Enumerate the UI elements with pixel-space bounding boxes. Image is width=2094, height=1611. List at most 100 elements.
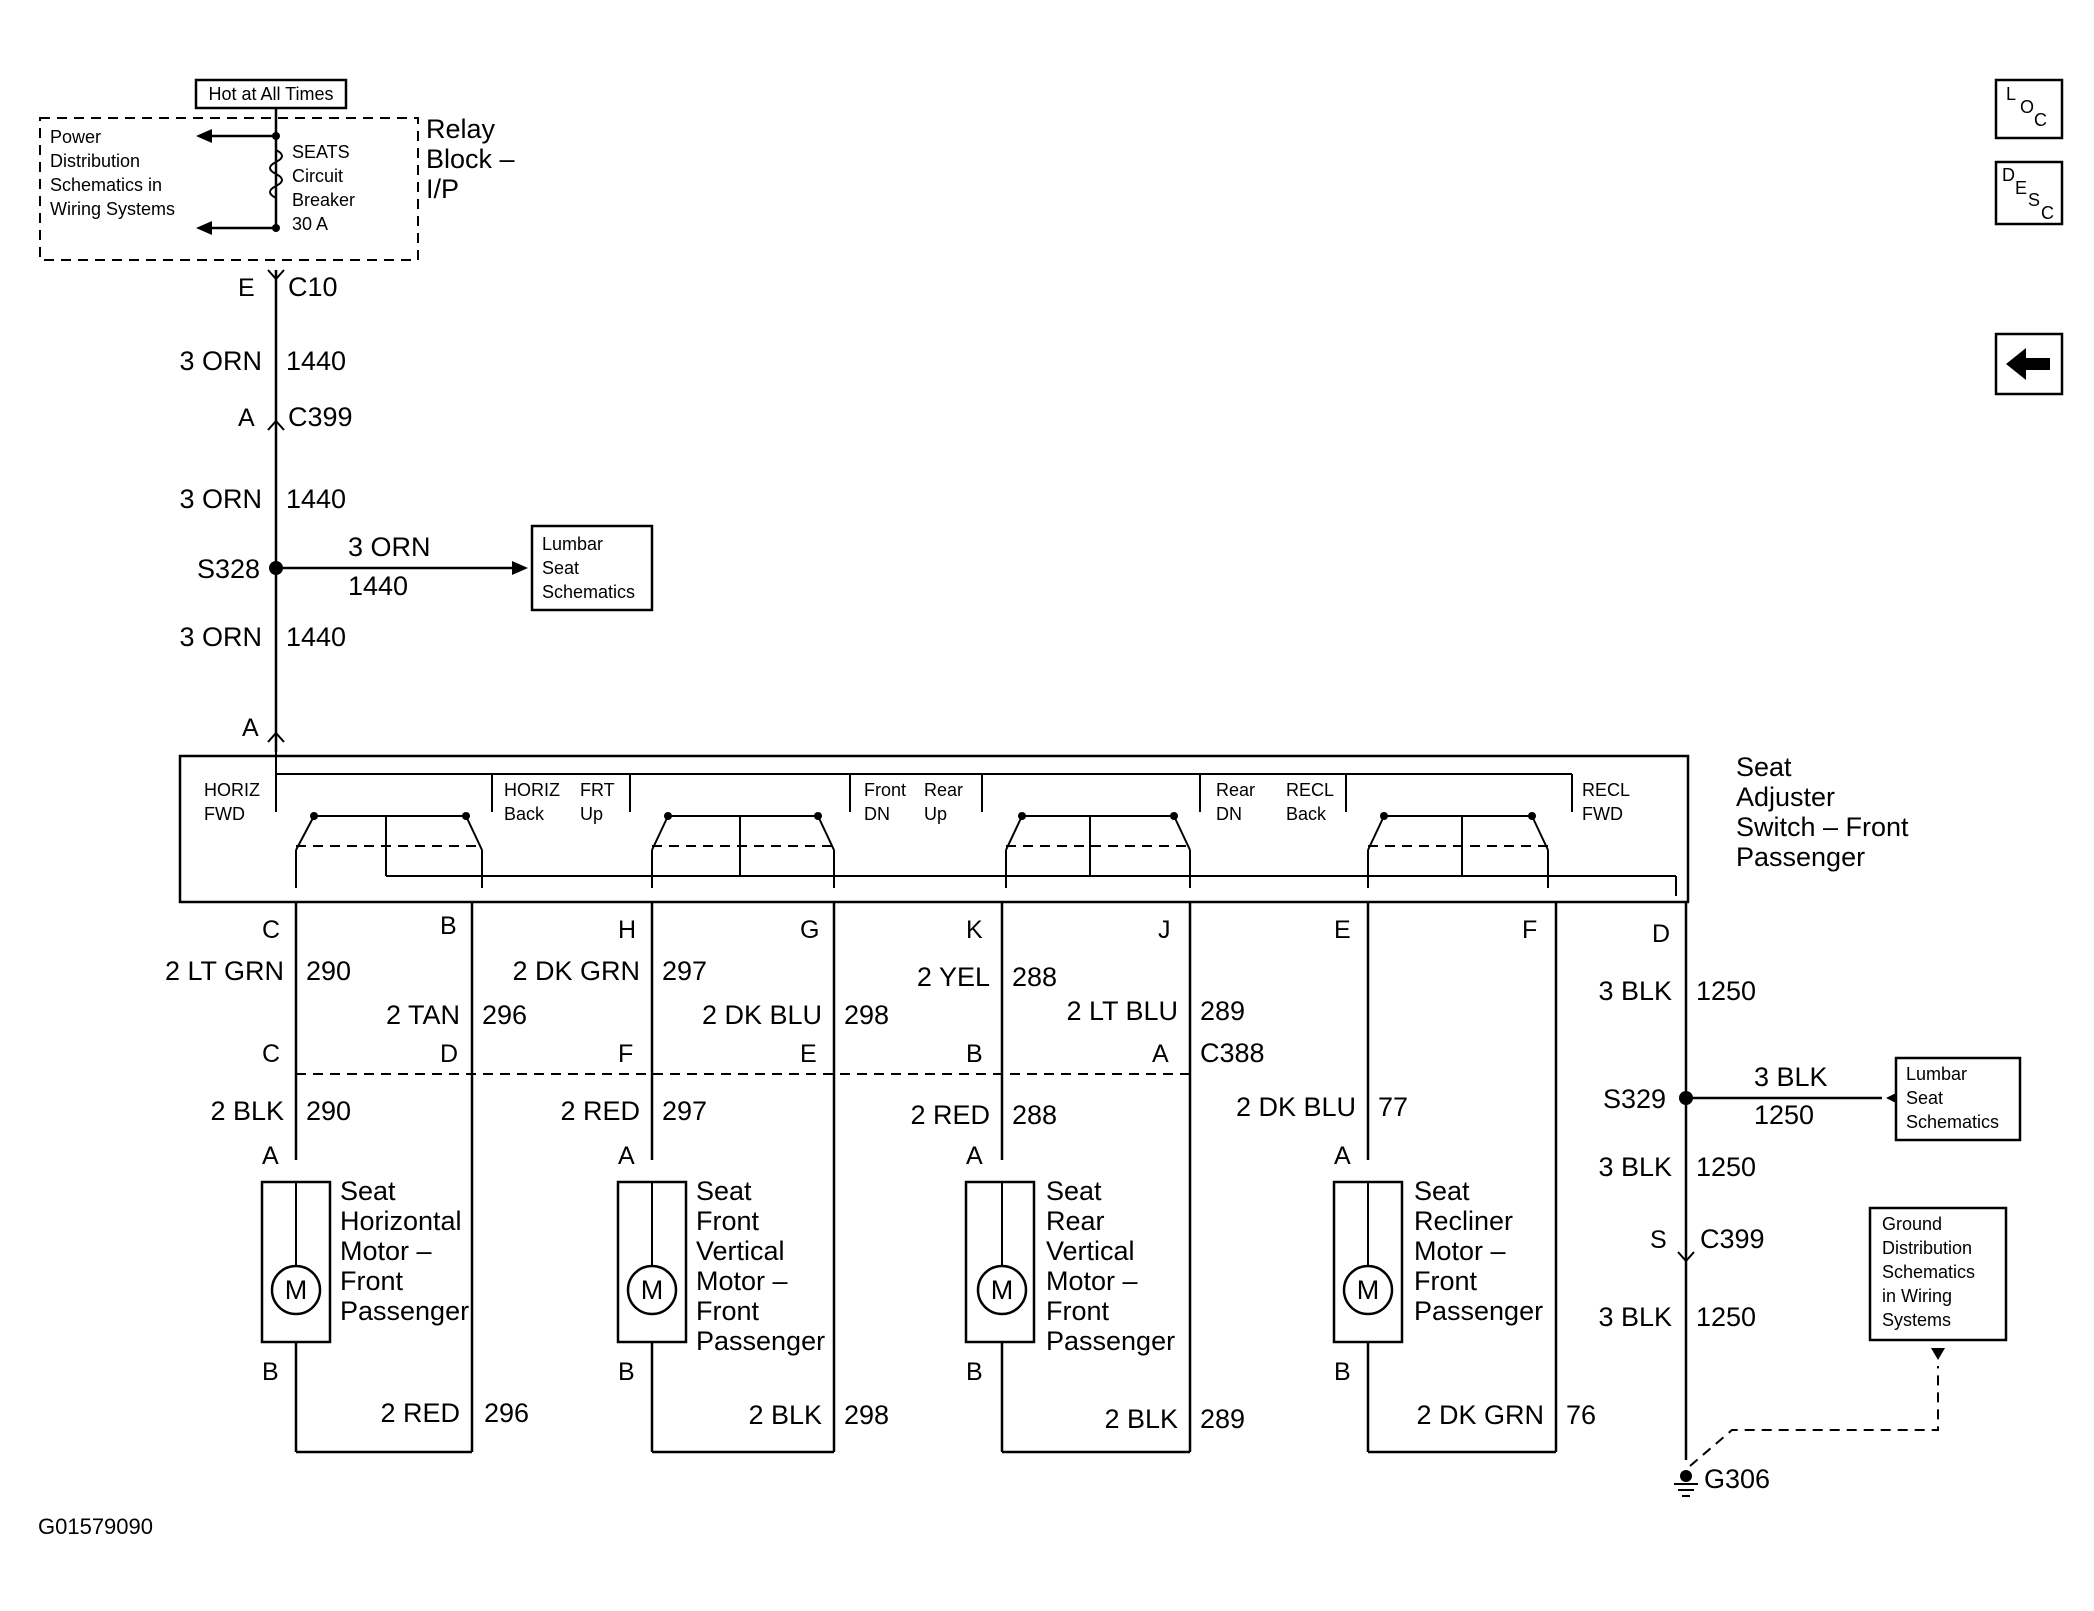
svg-text:77: 77: [1378, 1092, 1408, 1122]
svg-text:RECL: RECL: [1286, 780, 1334, 800]
svg-text:C: C: [262, 1040, 280, 1068]
ground-distribution-schematics[interactable]: Ground Distribution Schematics in Wiring…: [1868, 1206, 2008, 1342]
svg-text:2 BLK: 2 BLK: [210, 1096, 284, 1126]
svg-text:Schematics: Schematics: [1906, 1112, 1999, 1132]
w2-circuit: 1440: [286, 484, 346, 514]
svg-text:E: E: [1334, 916, 1351, 944]
loc-button[interactable]: L O C: [1994, 78, 2064, 140]
svg-text:2 LT GRN: 2 LT GRN: [165, 956, 284, 986]
power-distribution-line-3: Schematics in: [50, 175, 162, 195]
lumbar-seat-schematics-top[interactable]: Lumbar Seat Schematics: [530, 524, 654, 612]
svg-text:3 BLK: 3 BLK: [1754, 1062, 1828, 1092]
svg-text:F: F: [618, 1040, 633, 1068]
svg-text:Front: Front: [696, 1206, 760, 1236]
svg-text:297: 297: [662, 956, 707, 986]
svg-text:3 BLK: 3 BLK: [1598, 1302, 1672, 1332]
relay-block-line-3: I/P: [426, 174, 459, 204]
svg-text:Motor –: Motor –: [696, 1266, 788, 1296]
svg-text:O: O: [2020, 97, 2034, 117]
svg-text:Front: Front: [696, 1296, 760, 1326]
svg-text:Front: Front: [1046, 1296, 1110, 1326]
arrow-left-icon: [2006, 348, 2050, 380]
svg-text:Seat: Seat: [542, 558, 579, 578]
svg-text:B: B: [440, 912, 457, 940]
w1-color: 3 ORN: [179, 346, 262, 376]
svg-text:Front: Front: [864, 780, 906, 800]
svg-text:290: 290: [306, 956, 351, 986]
svg-text:B: B: [1334, 1358, 1351, 1386]
svg-text:298: 298: [844, 1000, 889, 1030]
svg-text:A: A: [618, 1142, 635, 1170]
power-distribution-line-1: Power: [50, 127, 101, 147]
svg-text:M: M: [641, 1275, 664, 1305]
svg-text:Vertical: Vertical: [696, 1236, 785, 1266]
lumbar-seat-schematics-bottom[interactable]: Lumbar Seat Schematics: [1894, 1056, 2022, 1142]
relay-block-line-1: Relay: [426, 114, 496, 144]
svg-text:D: D: [2002, 165, 2015, 185]
svg-text:E: E: [800, 1040, 817, 1068]
power-distribution-line-2: Distribution: [50, 151, 140, 171]
svg-text:Seat: Seat: [696, 1176, 752, 1206]
svg-text:RECL: RECL: [1582, 780, 1630, 800]
seat-adjuster-switch: Seat Adjuster Switch – Front Passenger H…: [178, 752, 1909, 904]
breaker-line-4: 30 A: [292, 214, 328, 234]
svg-text:Passenger: Passenger: [1414, 1296, 1543, 1326]
svg-text:K: K: [966, 916, 983, 944]
svg-text:F: F: [1522, 916, 1537, 944]
svg-text:D: D: [440, 1040, 458, 1068]
svg-text:2 DK BLU: 2 DK BLU: [702, 1000, 822, 1030]
svg-text:Motor –: Motor –: [1414, 1236, 1506, 1266]
svg-text:A: A: [966, 1142, 983, 1170]
svg-text:Lumbar: Lumbar: [542, 534, 603, 554]
svg-text:Vertical: Vertical: [1046, 1236, 1135, 1266]
w3-circuit: 1440: [286, 622, 346, 652]
svg-text:Schematics: Schematics: [1882, 1262, 1975, 1282]
svg-text:Horizontal: Horizontal: [340, 1206, 462, 1236]
svg-text:290: 290: [306, 1096, 351, 1126]
svg-text:M: M: [1357, 1275, 1380, 1305]
c399-pin: A: [238, 404, 255, 432]
svg-text:A: A: [1334, 1142, 1351, 1170]
svg-text:H: H: [618, 916, 636, 944]
svg-text:FWD: FWD: [1582, 804, 1623, 824]
motor-rear-vertical: A M Seat Rear Vertical Motor – Front Pas…: [964, 1142, 1190, 1454]
svg-text:FWD: FWD: [204, 804, 245, 824]
svg-text:Seat: Seat: [1414, 1176, 1470, 1206]
svg-text:A: A: [262, 1142, 279, 1170]
breaker-line-3: Breaker: [292, 190, 355, 210]
svg-text:2 LT BLU: 2 LT BLU: [1066, 996, 1178, 1026]
w3-color: 3 ORN: [179, 622, 262, 652]
svg-text:296: 296: [482, 1000, 527, 1030]
switch-rear-vertical: [1005, 812, 1191, 888]
breaker-line-2: Circuit: [292, 166, 343, 186]
svg-text:B: B: [618, 1358, 635, 1386]
svg-text:Schematics: Schematics: [542, 582, 635, 602]
svg-text:B: B: [966, 1358, 983, 1386]
svg-text:S: S: [2028, 190, 2040, 210]
svg-text:Seat: Seat: [1046, 1176, 1102, 1206]
c388-label: C388: [1200, 1038, 1265, 1068]
desc-button[interactable]: D E S C: [1994, 160, 2064, 226]
svg-text:289: 289: [1200, 1404, 1245, 1434]
svg-text:G: G: [800, 916, 819, 944]
svg-text:C399: C399: [1700, 1224, 1765, 1254]
svg-text:Ground: Ground: [1882, 1214, 1942, 1234]
svg-text:S: S: [1650, 1226, 1667, 1254]
back-button[interactable]: [1994, 332, 2064, 396]
svg-text:DN: DN: [1216, 804, 1242, 824]
svg-text:1250: 1250: [1696, 976, 1756, 1006]
svg-text:Systems: Systems: [1882, 1310, 1951, 1330]
switch-front-vertical: [651, 812, 835, 888]
svg-text:Seat: Seat: [1906, 1088, 1943, 1108]
svg-text:Back: Back: [1286, 804, 1327, 824]
svg-text:M: M: [991, 1275, 1014, 1305]
w1-circuit: 1440: [286, 346, 346, 376]
svg-text:C: C: [262, 916, 280, 944]
hot-at-all-times-label: Hot at All Times: [208, 84, 333, 104]
svg-text:HORIZ: HORIZ: [204, 780, 260, 800]
svg-text:2 BLK: 2 BLK: [748, 1400, 822, 1430]
svg-text:G306: G306: [1704, 1464, 1770, 1494]
svg-text:2 YEL: 2 YEL: [917, 962, 990, 992]
svg-text:Front: Front: [1414, 1266, 1478, 1296]
